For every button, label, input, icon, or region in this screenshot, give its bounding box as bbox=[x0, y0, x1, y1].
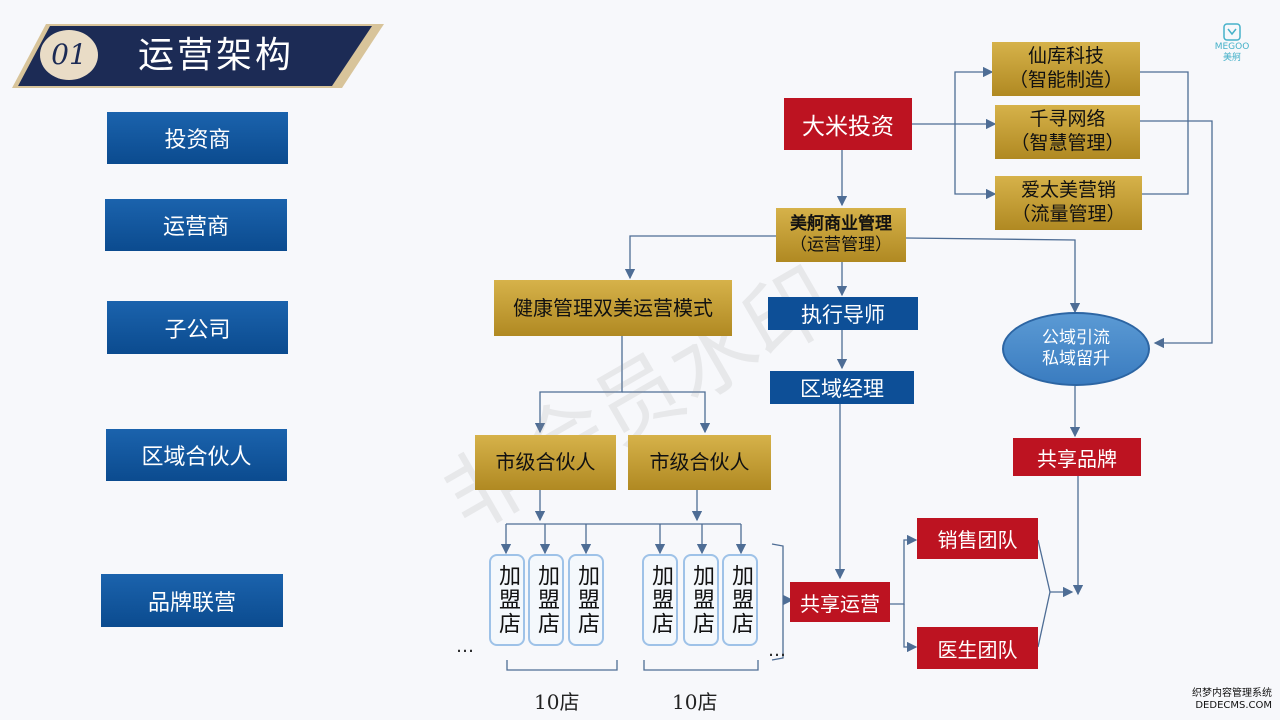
sales-team-box: 销售团队 bbox=[917, 518, 1038, 559]
logo-cn: 美舸 bbox=[1222, 52, 1241, 63]
traffic-oval: 公域引流 私域留升 bbox=[1002, 312, 1150, 386]
ops-company-sub: （运营管理） bbox=[790, 235, 892, 255]
health-mode-box: 健康管理双美运营模式 bbox=[494, 280, 732, 336]
more-stores-ellipsis: … bbox=[456, 636, 474, 657]
store-box: 加盟店 bbox=[528, 554, 564, 646]
partner-box: 仙库科技 （智能制造） bbox=[992, 42, 1140, 96]
regional-manager-box: 区域经理 bbox=[770, 371, 914, 404]
partner-sub: （智能制造） bbox=[1008, 69, 1123, 91]
store-box: 加盟店 bbox=[722, 554, 758, 646]
partner-sub: （智慧管理） bbox=[1010, 132, 1125, 154]
partner-name: 爱太美营销 bbox=[1020, 179, 1116, 202]
sidebar-item-investor: 投资商 bbox=[107, 112, 288, 164]
traffic-line2: 私域留升 bbox=[1042, 349, 1110, 369]
city-partner-box: 市级合伙人 bbox=[628, 435, 771, 490]
logo-brand: MEGOO bbox=[1214, 42, 1250, 52]
store-box: 加盟店 bbox=[489, 554, 525, 646]
doctor-team-box: 医生团队 bbox=[917, 627, 1038, 669]
store-group-count: 10店 bbox=[672, 690, 718, 714]
store-group-count: 10店 bbox=[534, 690, 580, 714]
section-number: 01 bbox=[40, 30, 98, 80]
partner-box: 千寻网络 （智慧管理） bbox=[995, 105, 1140, 159]
investor-box: 大米投资 bbox=[784, 98, 912, 150]
page-title: 运营架构 bbox=[138, 35, 295, 76]
store-box: 加盟店 bbox=[683, 554, 719, 646]
traffic-line1: 公域引流 bbox=[1042, 327, 1110, 348]
megoo-logo-icon bbox=[1223, 23, 1241, 41]
sidebar-item-operator: 运营商 bbox=[105, 199, 287, 251]
sidebar-item-regional-partner: 区域合伙人 bbox=[106, 429, 287, 481]
sidebar-item-subsidiary: 子公司 bbox=[107, 301, 288, 354]
more-stores-ellipsis: … bbox=[768, 640, 786, 661]
store-box: 加盟店 bbox=[642, 554, 678, 646]
footer-line1: 织梦内容管理系统 bbox=[1192, 688, 1272, 699]
partner-sub: （流量管理） bbox=[1011, 203, 1126, 225]
shared-brand-box: 共享品牌 bbox=[1013, 438, 1141, 476]
shared-ops-box: 共享运营 bbox=[790, 582, 890, 622]
partner-box: 爱太美营销 （流量管理） bbox=[995, 176, 1142, 230]
partner-name: 千寻网络 bbox=[1029, 108, 1106, 131]
ops-company-box: 美舸商业管理 （运营管理） bbox=[776, 208, 906, 262]
footer-line2: DEDECMS.COM bbox=[1195, 700, 1272, 711]
store-box: 加盟店 bbox=[568, 554, 604, 646]
header-banner bbox=[12, 24, 384, 88]
sidebar-item-brand-alliance: 品牌联营 bbox=[101, 574, 283, 627]
mentor-box: 执行导师 bbox=[768, 297, 918, 330]
ops-company-name: 美舸商业管理 bbox=[790, 213, 892, 234]
brand-logo: MEGOO 美舸 bbox=[1208, 22, 1256, 64]
city-partner-box: 市级合伙人 bbox=[475, 435, 616, 490]
section-header bbox=[12, 24, 384, 88]
footer-watermark: 织梦内容管理系统 DEDECMS.COM bbox=[1160, 688, 1272, 712]
partner-name: 仙库科技 bbox=[1027, 45, 1104, 68]
